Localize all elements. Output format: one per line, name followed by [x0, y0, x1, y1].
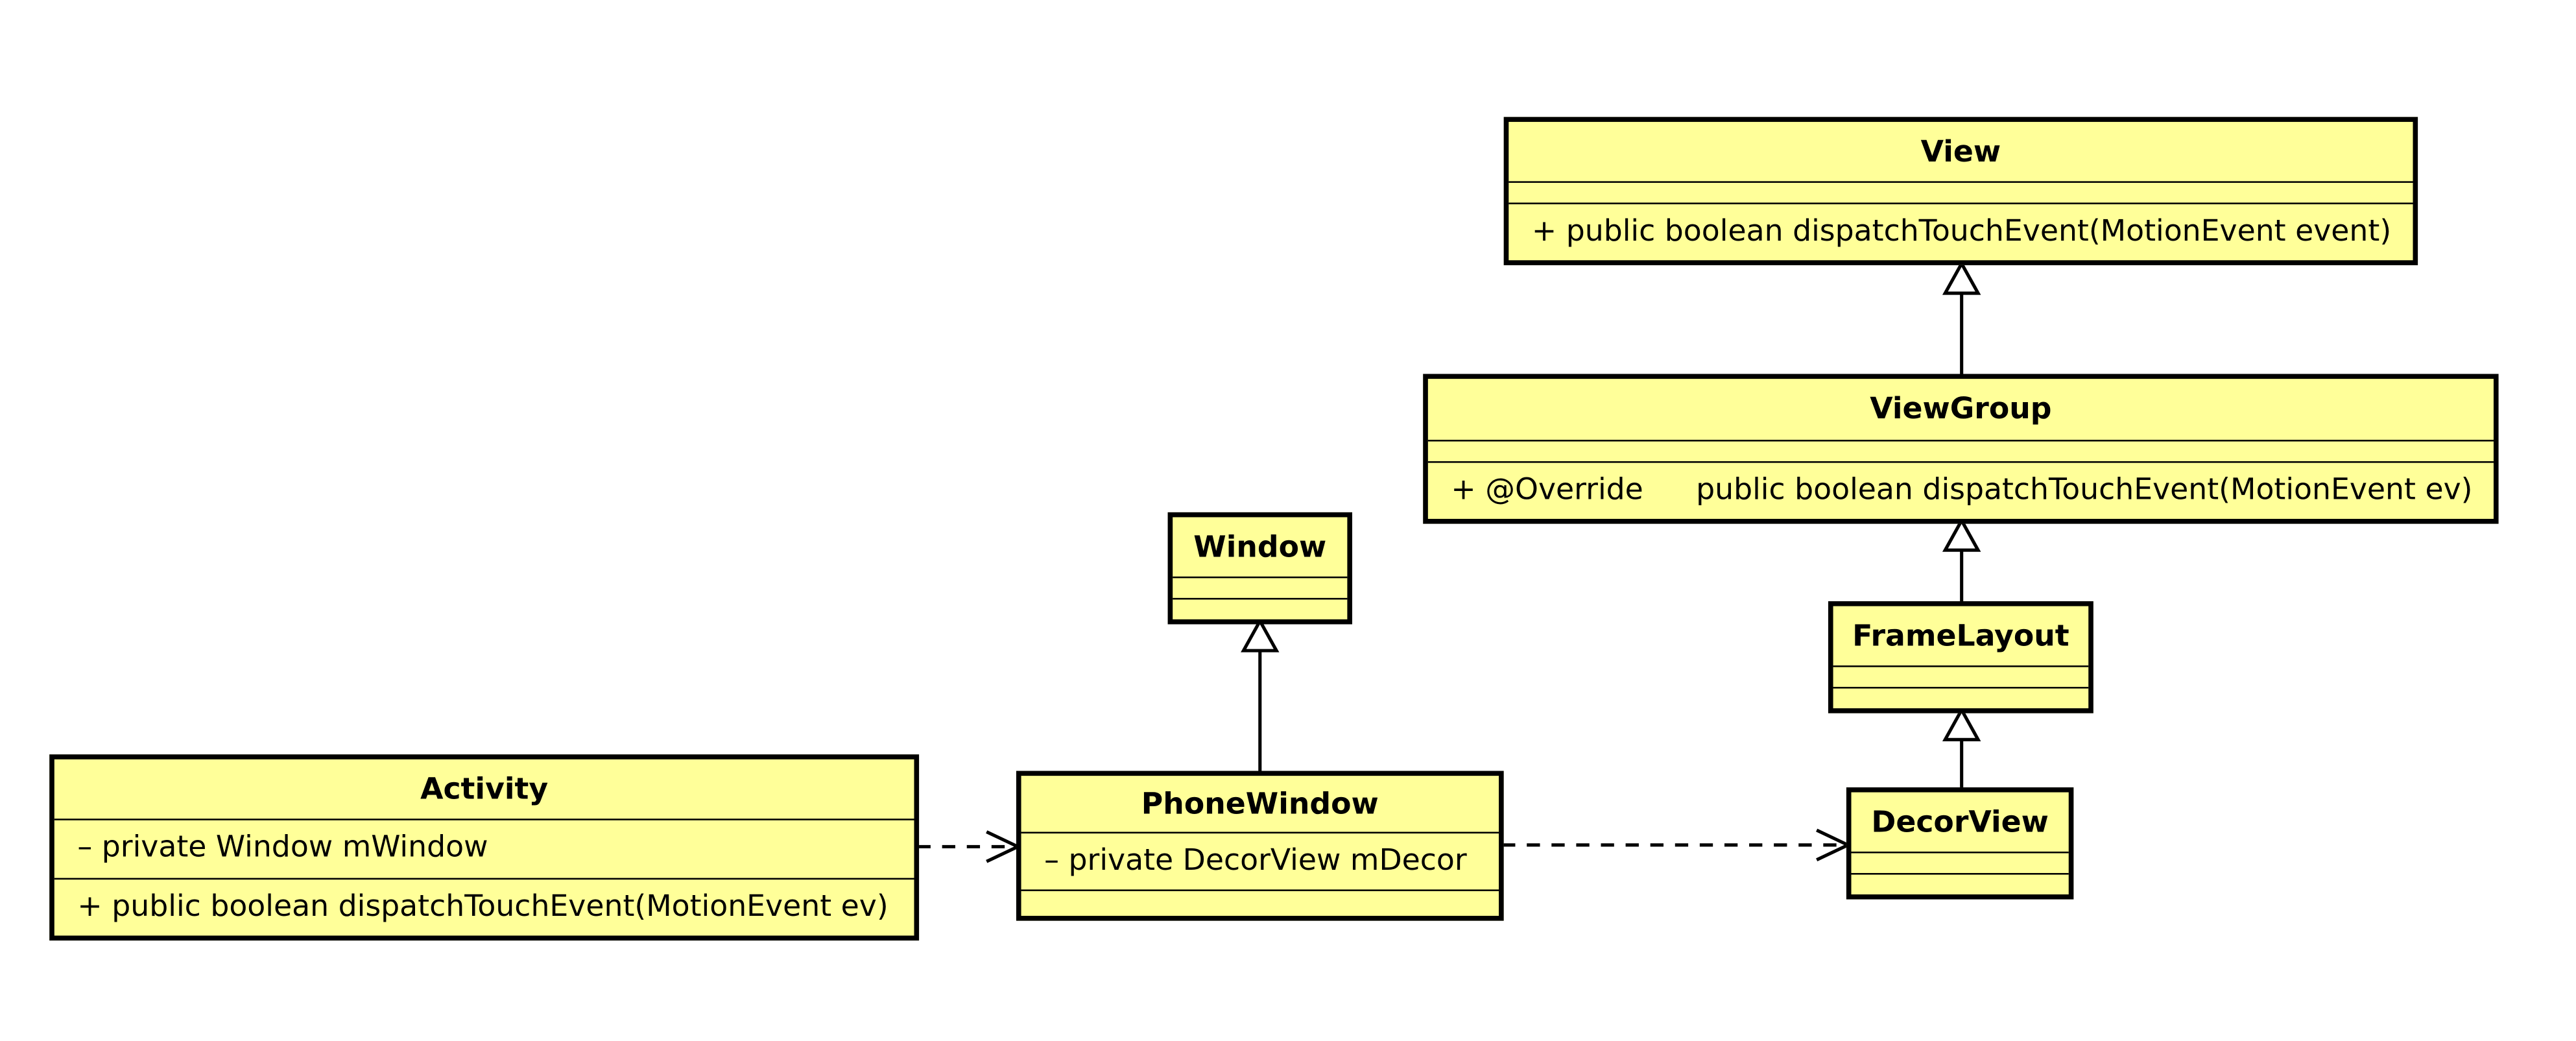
method-row: + public boolean dispatchTouchEvent(Moti… — [1532, 204, 2413, 260]
method-signature: public boolean dispatchTouchEvent(Motion… — [112, 889, 888, 924]
methods-section: + @Override public boolean dispatchTouchE… — [1427, 461, 2494, 519]
class-name: Window — [1173, 517, 1348, 579]
attributes-section — [1852, 854, 2069, 873]
attribute-row: – private DecorView mDecor — [1044, 833, 1499, 889]
generalization-arrowhead-framelayout — [1942, 706, 1981, 741]
class-decorview: DecorView — [1846, 787, 2074, 900]
class-name: PhoneWindow — [1021, 776, 1499, 834]
attributes-section — [1428, 442, 2494, 461]
attribute-row: – private Window mWindow — [77, 820, 914, 876]
class-name: FrameLayout — [1833, 606, 2089, 667]
attributes-section — [1509, 183, 2413, 202]
methods-section — [1833, 687, 2089, 708]
method-row: + @Override public boolean dispatchTouchE… — [1451, 463, 2494, 519]
methods-section — [1851, 872, 2069, 894]
visibility-marker: – — [77, 830, 93, 865]
class-window: Window — [1167, 512, 1353, 625]
generalization-arrowhead-view — [1942, 260, 1981, 295]
visibility-marker: – — [1044, 843, 1059, 878]
attributes-section: – private Window mWindow — [54, 820, 914, 878]
attributes-section: – private DecorView mDecor — [1021, 833, 1499, 889]
generalization-arrowhead-window — [1241, 617, 1280, 652]
method-signature: public boolean dispatchTouchEvent(Motion… — [1696, 472, 2473, 508]
method-annotation: @Override — [1485, 472, 1643, 508]
methods-section: + public boolean dispatchTouchEvent(Moti… — [1509, 202, 2413, 260]
class-phonewindow: PhoneWindow – private DecorView mDecor — [1016, 771, 1504, 921]
class-activity: Activity – private Window mWindow + publ… — [49, 754, 920, 941]
attributes-section — [1173, 578, 1347, 597]
visibility-marker: + — [77, 889, 102, 924]
class-name: Activity — [54, 760, 914, 820]
method-signature: public boolean dispatchTouchEvent(Motion… — [1566, 214, 2392, 249]
class-name: ViewGroup — [1427, 379, 2494, 442]
class-name: DecorView — [1851, 793, 2069, 854]
attributes-section — [1833, 667, 2089, 687]
class-view: View + public boolean dispatchTouchEvent… — [1503, 117, 2418, 265]
methods-section — [1173, 597, 1348, 619]
generalization-arrowhead-viewgroup — [1942, 517, 1981, 552]
class-name: View — [1509, 122, 2413, 183]
methods-section — [1021, 889, 1499, 916]
method-row: + public boolean dispatchTouchEvent(Moti… — [77, 879, 914, 935]
attribute-declaration: private DecorView mDecor — [1068, 843, 1467, 878]
class-viewgroup: ViewGroup + @Override public boolean disp… — [1423, 374, 2499, 524]
visibility-marker: + — [1451, 472, 1476, 508]
attribute-declaration: private Window mWindow — [101, 830, 488, 865]
visibility-marker: + — [1531, 214, 1557, 249]
methods-section: + public boolean dispatchTouchEvent(Moti… — [54, 877, 914, 935]
class-framelayout: FrameLayout — [1828, 601, 2093, 713]
